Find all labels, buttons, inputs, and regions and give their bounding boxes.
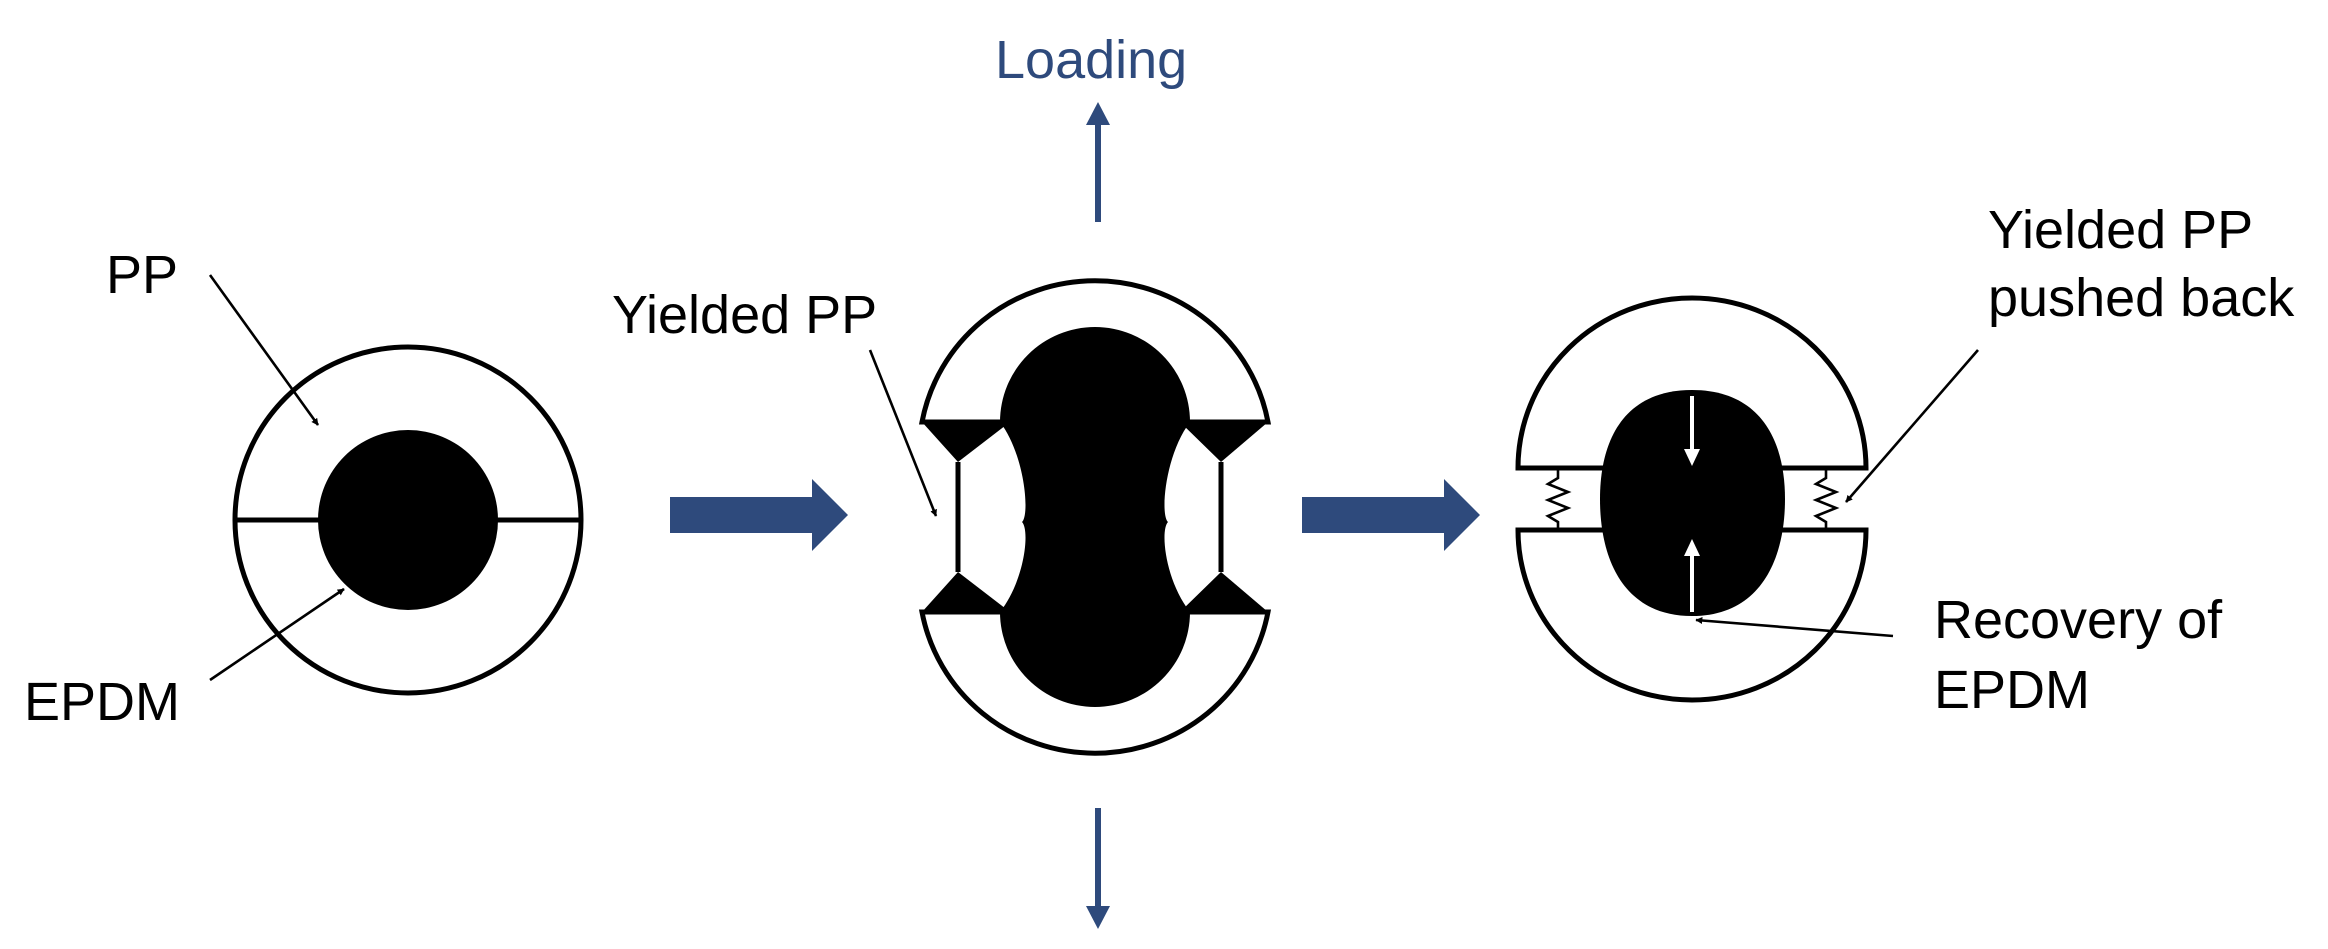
epdm-core-initial <box>318 430 498 610</box>
epdm-core-recovered <box>1600 390 1785 616</box>
pushed-back-pointer-arrow <box>1845 349 1979 503</box>
epdm-pointer-arrow <box>209 587 345 682</box>
yield-fillet-bottom-right <box>1180 572 1268 612</box>
yield-fillet-top-left <box>922 422 1010 462</box>
pp-label: PP <box>106 245 178 305</box>
pp-pointer-arrow <box>208 274 320 426</box>
yielded-pp-label: Yielded PP <box>612 285 877 345</box>
yielded-pp-pointer-arrow <box>868 349 938 517</box>
stage-recovered <box>1515 295 1869 703</box>
yield-fillet-top-right <box>1180 422 1268 462</box>
loading-arrowhead-down <box>1086 906 1110 929</box>
epdm-core-stretched <box>1000 327 1190 707</box>
stage-initial <box>232 344 584 696</box>
pp-shell-upper-recovered <box>1515 295 1869 471</box>
spring-left <box>1544 470 1572 530</box>
recovery-pointer-arrow <box>1695 617 1894 638</box>
loading-label: Loading <box>995 30 1187 90</box>
yielded-pp-pushed-label-line2: pushed back <box>1988 268 2295 328</box>
epdm-label: EPDM <box>24 672 180 732</box>
recovery-arrowhead-up <box>1684 539 1700 556</box>
loading-arrowhead-up <box>1086 102 1110 125</box>
recovery-label-line1: Recovery of <box>1934 590 2223 650</box>
recovery-label-line2: EPDM <box>1934 660 2090 720</box>
process-arrow-1 <box>670 479 848 551</box>
spring-right <box>1812 470 1840 530</box>
yield-fillet-bottom-left <box>922 572 1010 612</box>
stage-loaded: Loading <box>918 30 1272 929</box>
recovery-arrowhead-down <box>1684 449 1700 466</box>
process-arrow-2 <box>1302 479 1480 551</box>
yielded-pp-pushed-label-line1: Yielded PP <box>1988 200 2253 260</box>
